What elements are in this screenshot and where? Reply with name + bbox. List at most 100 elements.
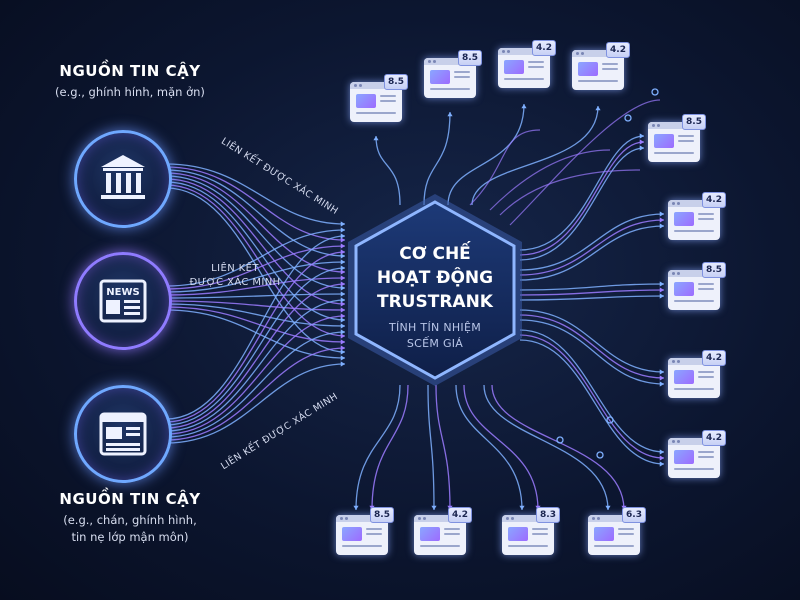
window-dot [428, 60, 431, 63]
trust-score-badge: 6.3 [622, 507, 646, 523]
web-page-card[interactable]: 4.2 [498, 40, 556, 88]
page-text-line [698, 371, 714, 373]
edge-label-middle-2: ĐƯỢC XÁC MINH [189, 277, 281, 288]
trustrank-hub[interactable]: CƠ CHẾ HOẠT ĐỘNG TRUSTRANK TÍNH TÍN NHIỆ… [340, 190, 530, 390]
web-page-card[interactable]: 8.5 [424, 50, 482, 98]
window-dot [423, 517, 426, 520]
node-dot [606, 416, 614, 424]
web-page-card[interactable]: 8.3 [502, 507, 560, 555]
page-text-line [420, 545, 460, 547]
window-dot [592, 517, 595, 520]
page-text-line [504, 78, 544, 80]
web-page-card[interactable]: 4.2 [668, 350, 726, 398]
arrow-head [340, 339, 345, 345]
trust-score-badge: 8.3 [536, 507, 560, 523]
source-news[interactable]: NEWS [74, 252, 172, 350]
arrow-head [340, 269, 345, 275]
wire [165, 229, 346, 287]
page-text-line [618, 533, 634, 535]
arrow-head [340, 243, 345, 249]
web-page-card[interactable]: 8.5 [668, 262, 726, 310]
wire [375, 135, 401, 206]
wire [427, 384, 435, 511]
web-page-card[interactable]: 8.5 [648, 114, 706, 162]
web-page-icon [99, 412, 147, 456]
wire [519, 314, 665, 379]
source-subtitle-top: (e.g., ghính hính, mặn ởn) [55, 85, 205, 99]
web-page-card[interactable]: 8.5 [336, 507, 394, 555]
page-text-line [508, 545, 548, 547]
window-dot [677, 202, 680, 205]
arrow-head [340, 237, 345, 243]
page-image-icon [430, 70, 450, 84]
arrow-head [639, 133, 644, 139]
arrow-head [639, 139, 644, 145]
page-title-bar [498, 48, 550, 55]
wire [435, 384, 451, 511]
hub-subtitle-1: TÍNH TÍN NHIỆM [388, 321, 482, 334]
wire [165, 169, 346, 257]
wire [355, 384, 401, 511]
wire [165, 300, 346, 311]
arrow-head [340, 221, 345, 227]
web-page-card[interactable]: 4.2 [414, 507, 472, 555]
wire [165, 187, 346, 353]
trust-score-badge: 8.5 [370, 507, 394, 523]
source-website[interactable] [74, 385, 172, 483]
web-page-card[interactable]: 8.5 [350, 74, 408, 122]
window-dot [657, 124, 660, 127]
web-page-card[interactable]: 4.2 [572, 42, 630, 90]
arrow-head [340, 361, 345, 367]
wire [519, 295, 665, 301]
page-image-icon [356, 94, 376, 108]
window-dot [433, 60, 436, 63]
node-dot [596, 451, 604, 459]
wire [165, 331, 346, 438]
wire [489, 149, 611, 211]
arrow-head [353, 505, 359, 510]
page-text-line [578, 80, 618, 82]
arrow-head [521, 104, 527, 109]
page-image-icon [342, 527, 362, 541]
arrow-head [340, 285, 345, 291]
web-page-card[interactable]: 4.2 [668, 192, 726, 240]
source-bank[interactable] [74, 130, 172, 228]
arrow-head [431, 505, 437, 510]
web-page-card[interactable]: 4.2 [668, 430, 726, 478]
page-text-line [674, 388, 714, 390]
trust-score-badge: 4.2 [448, 507, 472, 523]
trust-score-badge: 8.5 [702, 262, 726, 278]
arrow-head [659, 211, 664, 217]
hexagon-shape [348, 194, 522, 386]
arrow-head [340, 317, 345, 323]
page-text-line [698, 288, 714, 290]
page-text-line [698, 456, 714, 458]
source-subtitle-bottom-2: tin nẹ lớp mận môn) [71, 530, 189, 544]
page-title-bar [572, 50, 624, 57]
arrow-head [340, 345, 345, 351]
wire [165, 309, 346, 359]
node-dot [556, 436, 564, 444]
arrow-head [340, 297, 345, 303]
page-title-bar [648, 122, 700, 129]
trust-score-badge: 4.2 [702, 192, 726, 208]
edge-label-middle-1: LIÊN KẾT [211, 263, 259, 274]
wire [519, 339, 665, 465]
page-title-bar [668, 358, 720, 365]
page-image-icon [674, 450, 694, 464]
page-text-line [444, 533, 460, 535]
web-page-card[interactable]: 6.3 [588, 507, 646, 555]
page-text-line [594, 545, 634, 547]
arrow-head [659, 375, 664, 381]
page-text-line [380, 100, 396, 102]
arrow-head [340, 355, 345, 361]
source-title-top: NGUỒN TIN CẬY [59, 62, 201, 80]
arrow-head [340, 259, 345, 265]
wire [519, 283, 665, 291]
wire [447, 103, 525, 206]
arrow-head [340, 323, 345, 329]
window-dot [507, 50, 510, 53]
arrow-head [659, 217, 664, 223]
page-text-line [532, 533, 548, 535]
